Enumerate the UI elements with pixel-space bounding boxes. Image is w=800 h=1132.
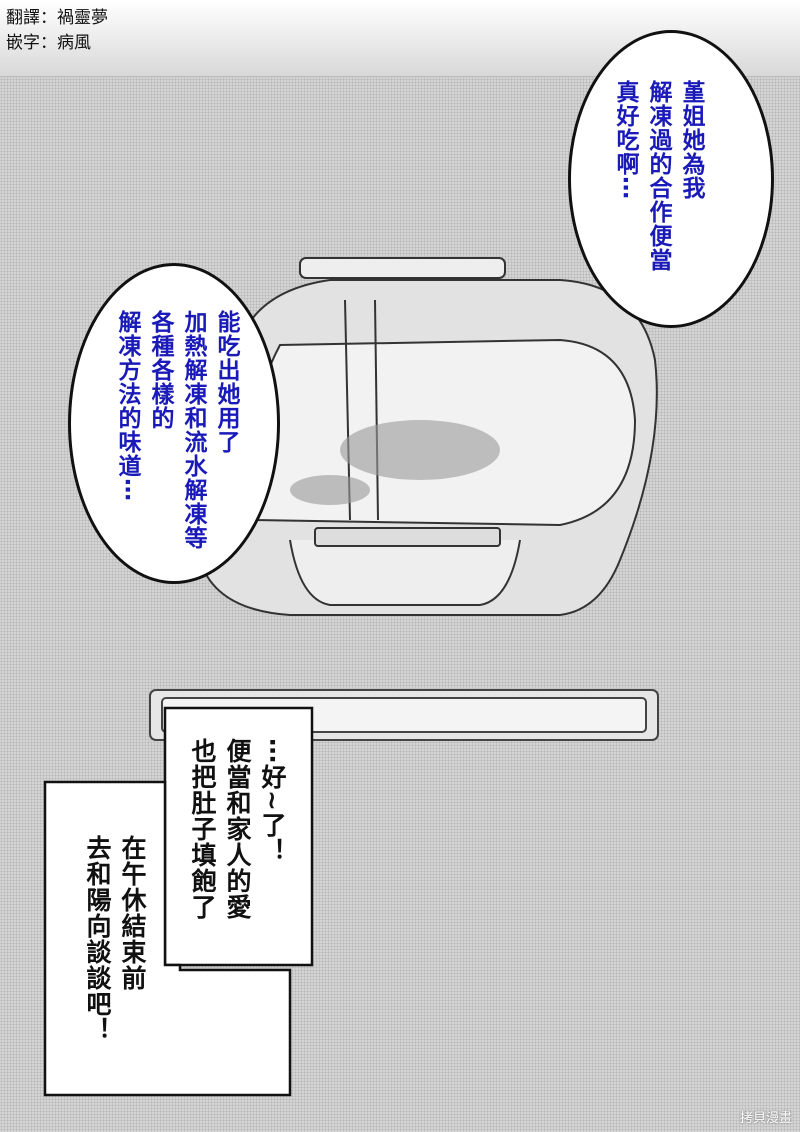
speech-text-right: 堇姐她為我 解凍過的合作便當 真好吃啊⋯ (608, 80, 707, 272)
speech-bubble-left (68, 263, 280, 584)
narration-text-2: 在午休結束前 去和陽向談談吧！ (80, 835, 150, 1043)
text-line: 便當和家人的愛 (223, 738, 252, 920)
watermark: 拷貝漫畫 (739, 1111, 792, 1126)
text-line: 堇姐她為我 (678, 80, 704, 200)
text-line: 能吃出她用了 (213, 310, 239, 454)
text-line: 去和陽向談談吧！ (83, 835, 112, 1043)
text-line: ⋯好~了！ (258, 738, 287, 864)
narration-text-1: ⋯好~了！ 便當和家人的愛 也把肚子填飽了 (185, 738, 290, 920)
text-line: 加熱解凍和流水解凍等 (180, 310, 206, 550)
text-line: 解凍方法的味道⋯ (114, 310, 140, 502)
text-line: 各種各樣的 (147, 310, 173, 430)
credits: 翻譯：禍靈夢 嵌字：病風 (6, 6, 108, 56)
narration-box-2 (43, 780, 292, 1097)
text-line: 也把肚子填飽了 (188, 738, 217, 920)
speech-text-left: 能吃出她用了 加熱解凍和流水解凍等 各種各樣的 解凍方法的味道⋯ (110, 310, 242, 550)
text-line: 解凍過的合作便當 (645, 80, 671, 272)
speech-bubble-right (568, 30, 774, 328)
text-line: 在午休結束前 (118, 835, 147, 991)
translation-credit: 翻譯：禍靈夢 (6, 8, 108, 28)
text-line: 真好吃啊⋯ (612, 80, 638, 200)
typesetting-credit: 嵌字：病風 (6, 33, 91, 53)
